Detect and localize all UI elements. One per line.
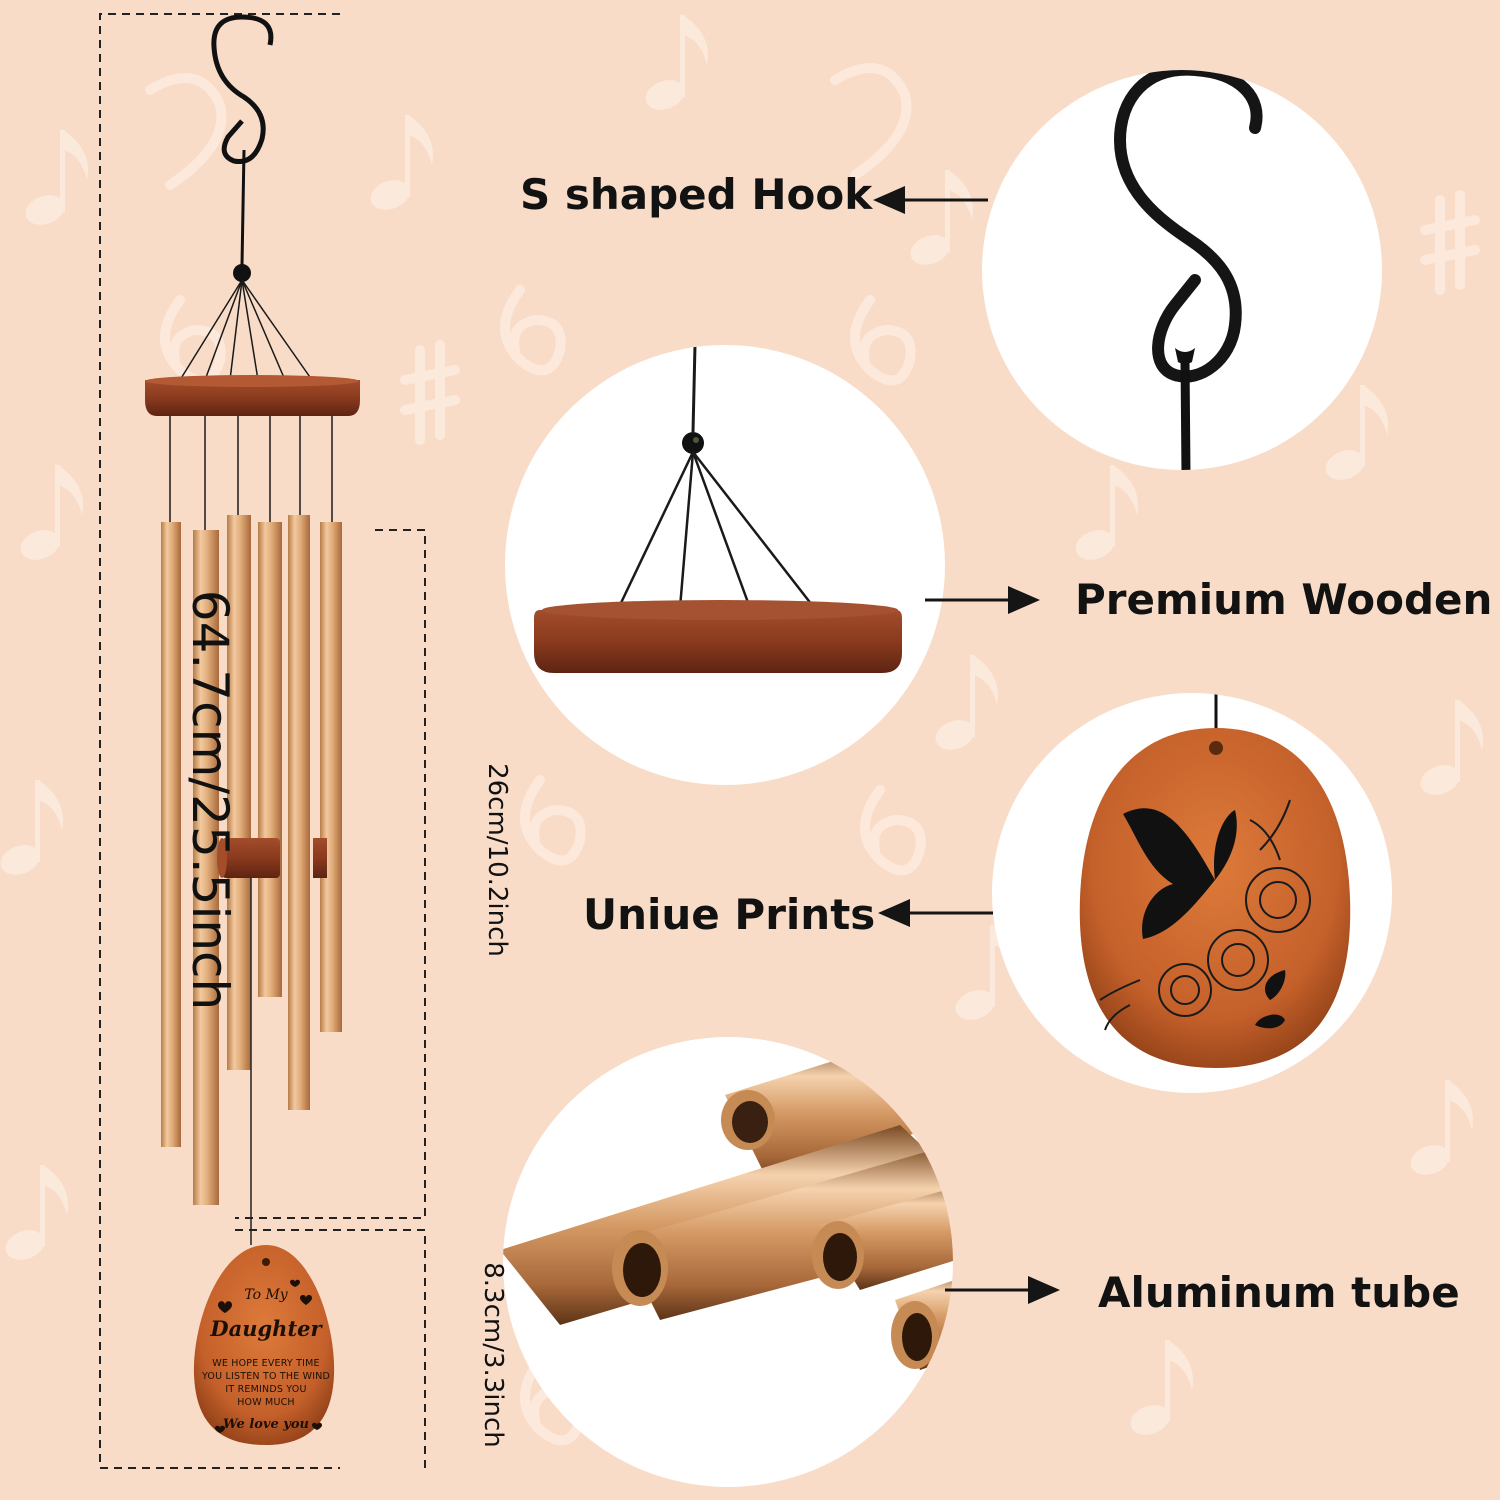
- hook-detail-circle: [982, 70, 1382, 470]
- dimension-lines: [99, 13, 426, 1469]
- wood-detail-circle: [505, 345, 945, 785]
- bead: [233, 264, 251, 282]
- heart-icon: [312, 1422, 322, 1430]
- sharp-icon: [1420, 190, 1480, 295]
- arrows: [873, 186, 1060, 1304]
- treble-clef-icon: [850, 295, 916, 386]
- tube-length-line: [235, 529, 426, 1219]
- s-hook-icon: [1113, 70, 1263, 383]
- wind-sail: [193, 1245, 335, 1445]
- heart-icon: [215, 1425, 225, 1433]
- wood-feature-label: Premium Wooden: [1075, 575, 1493, 624]
- sail-message-line: HOW MUCH: [237, 1397, 295, 1408]
- prints-feature-label: Uniue Prints: [583, 890, 876, 939]
- total-height-line: [99, 13, 340, 1469]
- music-note-icon: [1420, 700, 1483, 795]
- sharp-icon: [400, 340, 460, 445]
- sail-message-line: IT REMINDS YOU: [225, 1384, 307, 1395]
- sail-greeting: To My: [244, 1287, 288, 1303]
- tube: [161, 522, 181, 1147]
- music-note-icon: [935, 655, 998, 750]
- sail-message-line: WE HOPE EVERY TIME: [212, 1358, 320, 1369]
- music-note-icon: [20, 465, 83, 560]
- music-note-icon: [1075, 465, 1138, 560]
- arrow-left-icon: [878, 899, 993, 927]
- arrow-right-icon: [945, 1276, 1060, 1304]
- music-note-icon: [0, 780, 63, 875]
- wooden-striker: [222, 838, 280, 878]
- bass-clef-icon: [830, 63, 912, 180]
- music-note-icon: [1325, 385, 1388, 480]
- tube: [288, 515, 310, 1110]
- music-note-icon: [1410, 1080, 1473, 1175]
- hook-feature-label: S shaped Hook: [520, 170, 873, 219]
- treble-clef-icon: [500, 285, 566, 376]
- total-height-label: 64.7cm/25.5inch: [181, 589, 240, 1011]
- arrow-left-icon: [873, 186, 988, 214]
- music-note-icon: [1130, 1340, 1193, 1435]
- music-note-icon: [910, 170, 973, 265]
- arrow-right-icon: [925, 586, 1040, 614]
- wooden-top-ring: [145, 380, 360, 416]
- tube-length-label: 26cm/10.2inch: [481, 763, 512, 957]
- music-note-icon: [370, 115, 433, 210]
- treble-clef-icon: [520, 775, 586, 866]
- butterfly-icon: [1123, 808, 1286, 1029]
- top-hook-icon: [211, 14, 274, 165]
- heart-icon: [300, 1295, 312, 1305]
- sail-height-label: 8.3cm/3.3inch: [477, 1262, 508, 1448]
- treble-clef-icon: [160, 295, 226, 386]
- wind-chime: [145, 14, 360, 1445]
- sail-message-line: YOU LISTEN TO THE WIND: [201, 1371, 331, 1382]
- sunflower-icon: [1099, 799, 1311, 1031]
- music-note-icon: [25, 130, 88, 225]
- heart-icon: [218, 1301, 232, 1313]
- tube: [320, 522, 342, 1032]
- music-note-icon: [645, 15, 708, 110]
- tube-feature-label: Aluminum tube: [1098, 1268, 1460, 1317]
- tube: [258, 522, 282, 997]
- music-note-icon: [5, 1165, 68, 1260]
- bass-clef-icon: [145, 73, 227, 190]
- sail-recipient: Daughter: [210, 1316, 322, 1341]
- treble-clef-icon: [860, 785, 926, 876]
- heart-icon: [290, 1279, 300, 1287]
- tube: [193, 530, 219, 1205]
- wooden-ring: [534, 610, 902, 673]
- aluminum-tubes: [161, 515, 342, 1205]
- tube: [227, 515, 251, 1070]
- sail-closing: We love you: [223, 1417, 309, 1432]
- sail-height-line: [235, 1229, 426, 1468]
- tube-detail-circle: [503, 1037, 953, 1487]
- print-detail-circle: [992, 693, 1392, 1093]
